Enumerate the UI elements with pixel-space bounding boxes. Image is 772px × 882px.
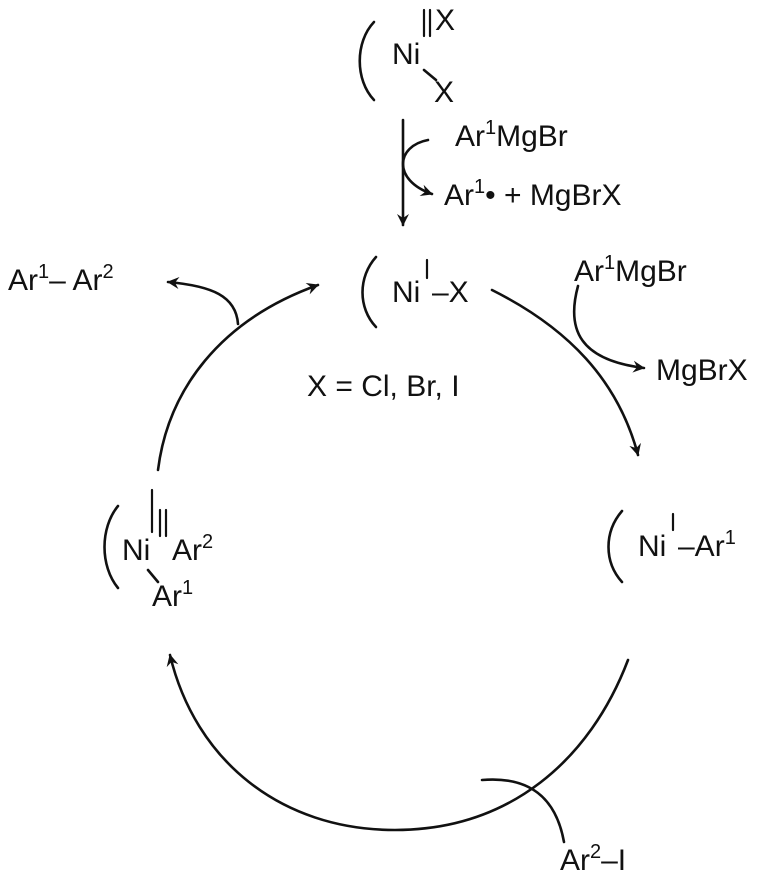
precatalyst-ligand-top: X [435,4,456,37]
activation-reagent-out: Ar1• + MgBrX [444,176,622,212]
aryl-iodide-reagent: Ar2–I [560,841,627,877]
ni1-halide-ligand: –X [432,276,469,309]
cycle-right-arrow [490,288,641,457]
cycle-bottom-arrow [166,653,630,832]
oxidative-addition-curve [480,778,566,844]
precatalyst-ligand-bottom: X [434,76,455,109]
precatalyst-metal: Ni [392,38,421,71]
ni3-ligand-arc [103,504,120,590]
precatalyst-bond-lower [422,68,438,82]
ni1-aryl-ligand: –Ar1 [678,527,736,563]
reductive-elimination-curve [166,277,240,326]
ni1-halide-ligand-arc [361,255,378,329]
coupling-product: Ar1– Ar2 [8,261,114,297]
precatalyst-ligand-arc [358,20,376,102]
ni3-ligand-bottom: Ar1 [152,577,194,613]
ni3-bond-down [146,568,160,584]
ni3-ligand-right: Ar2 [172,531,214,567]
halide-note: X = Cl, Br, I [307,370,460,403]
activation-reagent-in: Ar1MgBr [455,117,568,153]
ni3-metal: Ni [122,534,151,567]
cycle-left-arrow [156,283,320,472]
ni1-aryl-ligand-arc [607,509,624,584]
ni1-aryl-metal: Ni [638,530,667,563]
transmetalation-reagent-in: Ar1MgBr [574,252,687,288]
transmetalation-curve [572,284,646,373]
transmetalation-byproduct: MgBrX [656,354,748,387]
activation-curve [401,138,434,197]
ni1-halide-metal: Ni [392,276,421,309]
